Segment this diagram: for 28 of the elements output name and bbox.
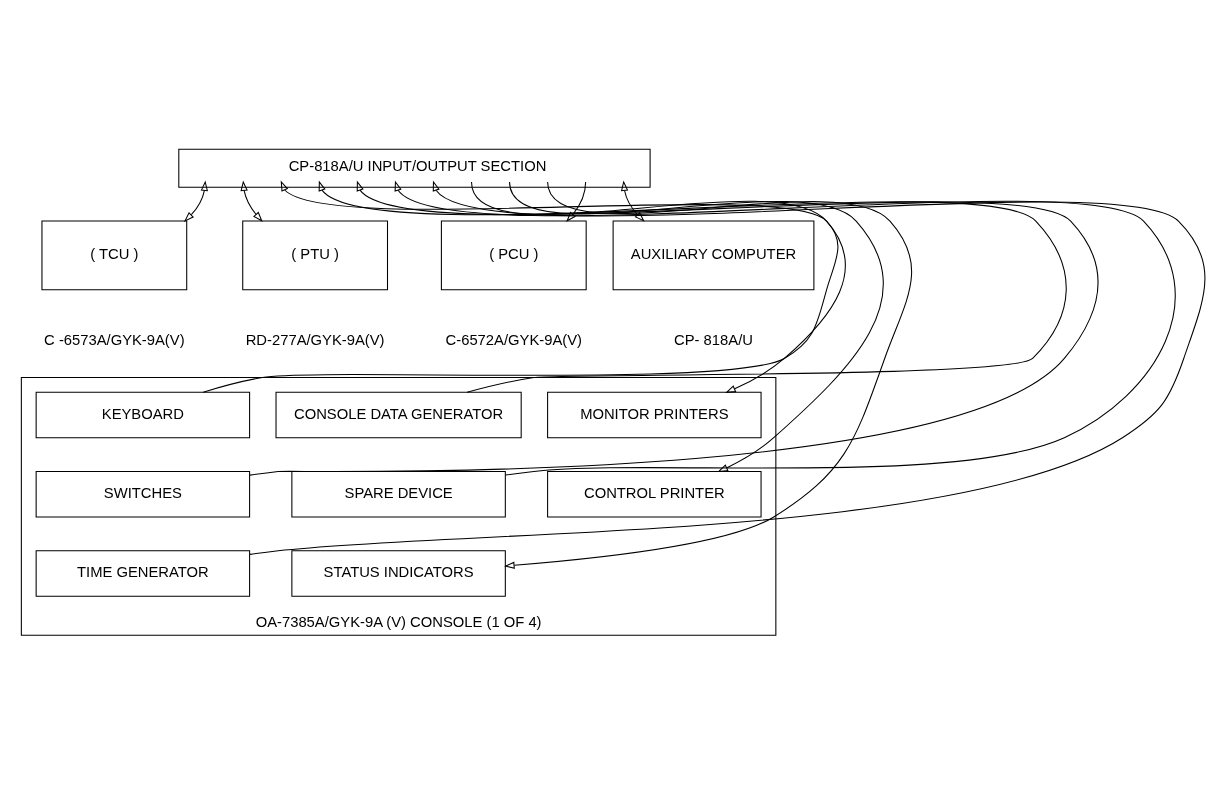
- arrow: [509, 181, 884, 473]
- arrow: [471, 181, 846, 393]
- node-box: ( PCU ): [440, 220, 587, 291]
- arrow: [249, 180, 1206, 555]
- node-box: STATUS INDICATORS: [291, 550, 506, 597]
- node-box: CP-818A/U INPUT/OUTPUT SECTION: [178, 148, 651, 188]
- node-box: ( TCU ): [41, 220, 188, 291]
- arrow: [240, 180, 263, 222]
- node-box: MONITOR PRINTERS: [547, 391, 762, 439]
- arrow: [318, 180, 1067, 393]
- node-box: ( PTU ): [242, 220, 389, 291]
- node-box: CONTROL PRINTER: [547, 471, 762, 518]
- node-label: RD-277A/GYK-9A(V): [245, 331, 385, 348]
- node-label: C-6572A/GYK-9A(V): [445, 331, 582, 348]
- node-box: KEYBOARD: [35, 391, 251, 439]
- arrow: [183, 180, 208, 222]
- node-box: TIME GENERATOR: [35, 550, 251, 597]
- arrow: [249, 180, 1099, 476]
- node-box: CONSOLE DATA GENERATOR: [275, 391, 522, 439]
- arrow: [566, 181, 587, 222]
- node-box: AUXILIARY COMPUTER: [612, 220, 815, 291]
- arrow: [504, 181, 913, 569]
- node-label: CP- 818A/U: [674, 331, 753, 348]
- node-box: SPARE DEVICE: [291, 471, 506, 518]
- arrow: [620, 180, 645, 222]
- node-label: C -6573A/GYK-9A(V): [44, 331, 185, 348]
- node-box: SWITCHES: [35, 471, 251, 518]
- arrow: [394, 180, 1176, 476]
